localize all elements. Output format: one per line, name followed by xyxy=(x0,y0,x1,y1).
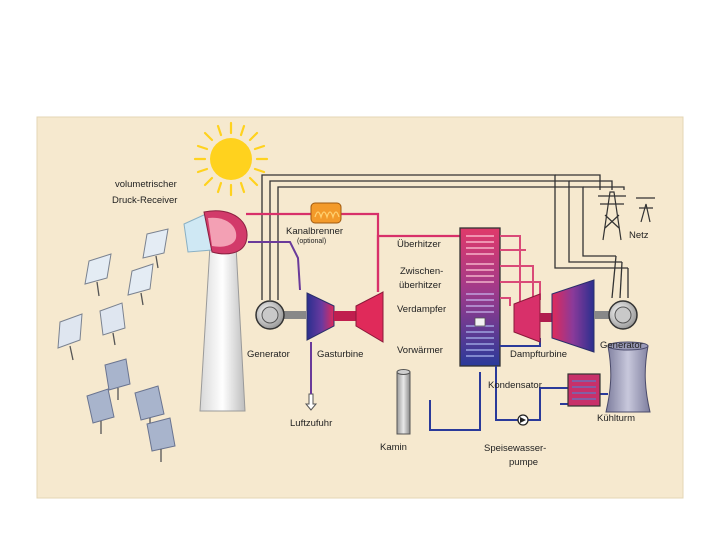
generator-icon xyxy=(255,300,306,330)
generator-right-label: Generator xyxy=(600,340,643,351)
receiver-label-line1: volumetrischer xyxy=(115,179,177,190)
power-wires xyxy=(261,174,655,300)
feedwater-pump-label-line1: Speisewasser- xyxy=(484,443,546,454)
heliostat-icon xyxy=(146,417,176,462)
heliostat-icon xyxy=(142,228,169,269)
pump-icon xyxy=(517,414,529,426)
duct-burner-optional-label: (optional) xyxy=(297,238,326,245)
chimney xyxy=(396,369,411,435)
steam-turbine xyxy=(513,279,595,353)
heliostat-icon xyxy=(86,388,115,434)
heliostat-field xyxy=(57,228,176,462)
superheater-label: Überhitzer xyxy=(397,239,441,250)
heliostat-icon xyxy=(99,302,126,346)
duct-burner-label: Kanalbrenner xyxy=(286,226,343,237)
duct-burner xyxy=(310,202,342,224)
heliostat-icon xyxy=(84,253,112,297)
cooling-tower-icon xyxy=(605,341,651,413)
feedwater-pump-label-line2: pumpe xyxy=(509,457,538,468)
heliostat-icon xyxy=(57,313,83,361)
heliostat-icon xyxy=(104,358,131,400)
preheater-label: Vorwärmer xyxy=(397,345,443,356)
generator-left-label: Generator xyxy=(247,349,290,360)
reheater-label-line2: überhitzer xyxy=(399,280,441,291)
exhaust-pipe xyxy=(429,372,481,431)
volumetric-pressure-receiver xyxy=(183,210,248,255)
sun-icon xyxy=(193,121,269,197)
air-intake-label: Luftzufuhr xyxy=(290,418,332,429)
transmission-tower-icon xyxy=(598,191,653,241)
generator-icon xyxy=(594,300,638,330)
steam-turbine-label: Dampfturbine xyxy=(510,349,567,360)
receiver-label-line2: Druck-Receiver xyxy=(112,195,177,206)
cooling-tower-label: Kühlturm xyxy=(597,413,635,424)
condenser-label: Kondensator xyxy=(488,380,542,391)
heat-recovery-steam-generator xyxy=(459,227,501,367)
grid-label: Netz xyxy=(629,230,649,241)
gas-turbine-label: Gasturbine xyxy=(317,349,363,360)
heliostat-icon xyxy=(127,263,154,306)
gas-turbine xyxy=(306,291,384,343)
chimney-label: Kamin xyxy=(380,442,407,453)
condenser xyxy=(567,373,601,407)
cool-air-pipe xyxy=(248,241,301,291)
hot-air-pipes xyxy=(246,212,460,292)
air-intake-arrow xyxy=(304,342,318,411)
reheater-label-line1: Zwischen- xyxy=(400,266,443,277)
evaporator-label: Verdampfer xyxy=(397,304,446,315)
